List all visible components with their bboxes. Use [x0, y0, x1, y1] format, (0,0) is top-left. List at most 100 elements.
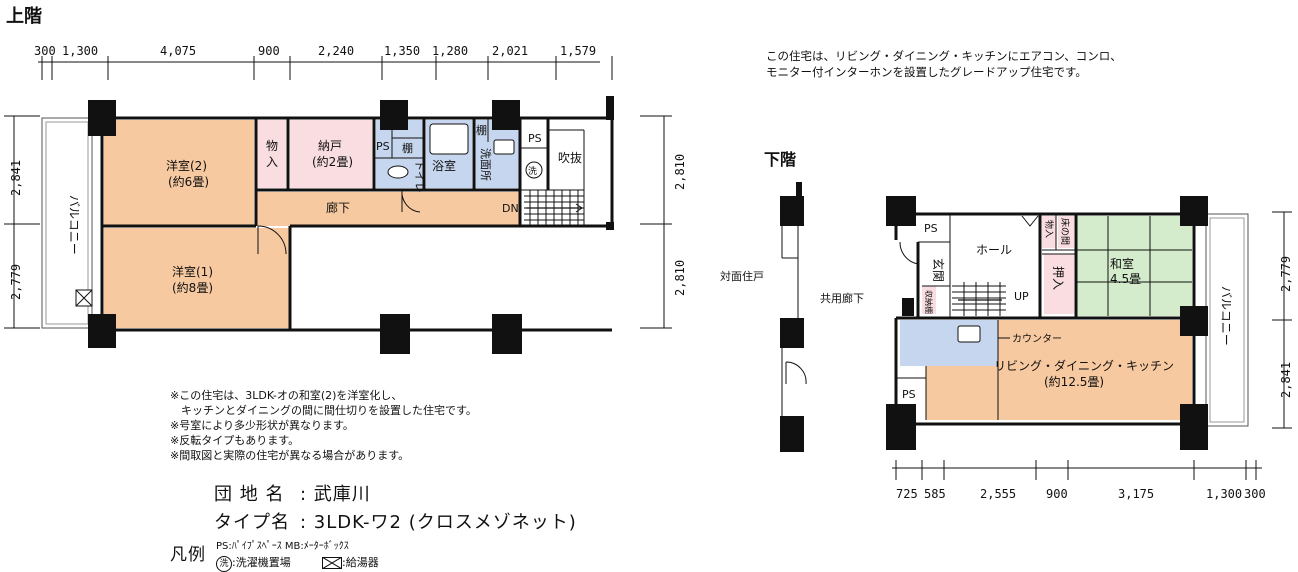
- lower-up-label: UP: [1014, 290, 1029, 303]
- lower-stairs: [952, 282, 1006, 316]
- upper-ps2-label: PS: [528, 132, 542, 145]
- upper-tana2-label: 棚: [476, 123, 487, 137]
- upper-balcony-label: バルコニー: [67, 195, 81, 255]
- lower-washitsu-size: 4.5畳: [1110, 272, 1141, 286]
- upper-nando-label: 納戸: [318, 139, 342, 153]
- note-line-3: ※号室により多少形状が異なります。: [170, 419, 354, 432]
- lower-tokonoma-label: 床の間: [1059, 218, 1071, 245]
- upper-stairs: [524, 190, 584, 226]
- lower-hall-label: ホール: [976, 243, 1012, 257]
- note-line-1: ※この住宅は、3LDK-オの和室(2)を洋室化し、: [170, 389, 403, 402]
- lower-ldk-size: (約12.5畳): [1044, 374, 1104, 389]
- type-name-label: タイプ名: [214, 512, 290, 533]
- upper-dim-top-4: 2,240: [318, 44, 354, 58]
- upper-dim-top-1: 1,300: [62, 44, 98, 58]
- upper-bath-label: 浴室: [432, 158, 456, 173]
- lower-washitsu-label: 和室: [1110, 256, 1134, 271]
- complex-name-label: 団 地 名: [214, 484, 285, 505]
- water-heater-icon: [75, 289, 93, 307]
- upper-ps-label: PS: [376, 140, 390, 153]
- toilet-icon: [387, 165, 409, 179]
- upper-dim-left-0: 2,841: [9, 160, 23, 196]
- lower-ps-label: PS: [924, 222, 938, 235]
- upper-room-yoshitsu2-size: (約6畳): [168, 174, 209, 189]
- lower-dim-bottom-1: 585: [924, 487, 946, 501]
- lower-shuno-label: 収納棚: [924, 290, 934, 314]
- lower-genkan-label: 玄関: [931, 258, 946, 282]
- legend-title: 凡例: [170, 545, 206, 565]
- lower-dim-bottom-6: 300: [1244, 487, 1266, 501]
- lower-kitchen-counter: [900, 320, 998, 366]
- upper-dim-top-5: 1,350: [384, 44, 420, 58]
- sink-icon: [493, 139, 515, 155]
- upper-monoire-label-2: 入: [266, 155, 278, 169]
- upper-floor-heading: 上階: [6, 6, 42, 27]
- washer-symbol-icon: 洗: [216, 556, 232, 572]
- lower-room-oshiire: [1044, 254, 1074, 314]
- washer-icon: [525, 161, 543, 179]
- upper-fukinuke-label: 吹抜: [558, 151, 582, 165]
- bathtub-icon: [429, 123, 469, 155]
- upper-dim-top-3: 900: [258, 44, 280, 58]
- note-line-2: キッチンとダイニングの間に間仕切りを設置した住宅です。: [170, 404, 477, 417]
- upper-dn-label: DN: [502, 202, 519, 215]
- kitchen-sink-icon: [957, 325, 981, 343]
- legend-washer: 洗:洗濯機置場: [216, 554, 291, 572]
- upper-room-yoshitsu1-label: 洋室(1): [172, 264, 213, 279]
- upper-nando-size: (約2畳): [312, 154, 353, 169]
- lower-room-tokonoma: [1058, 216, 1074, 248]
- upper-room-yoshitsu2: [104, 120, 254, 226]
- lower-monoire-label: 物入: [1043, 220, 1055, 238]
- lower-ldk-label: リビング・ダイニング・キッチン: [994, 358, 1174, 373]
- description-line-1: この住宅は、リビング・ダイニング・キッチンにエアコン、コンロ、: [766, 49, 1122, 63]
- lower-room-washitsu: [1076, 216, 1192, 316]
- legend-washer-text: :洗濯機置場: [232, 556, 291, 569]
- note-line-5: ※間取図と実際の住宅が異なる場合があります。: [170, 449, 410, 462]
- legend-line-1: PS:ﾊﾟｲﾌﾟｽﾍﾟｰｽ MB:ﾒｰﾀｰﾎﾞｯｸｽ: [216, 541, 349, 552]
- lower-floor-plan: 725 585 2,555 900 3,175 1,300 300 2,779 …: [720, 182, 1293, 501]
- heater-symbol-icon: [321, 556, 343, 570]
- upper-floor-plan: 300 1,300 4,075 900 2,240 1,350 1,280 2,…: [4, 44, 687, 354]
- upper-dim-top-7: 2,021: [492, 44, 528, 58]
- lower-taimen-label: 対面住戸: [720, 269, 764, 283]
- lower-oshiire-label: 押入: [1051, 266, 1065, 290]
- upper-dim-top-2: 4,075: [160, 44, 196, 58]
- upper-dim-left-1: 2,779: [9, 264, 23, 300]
- washer-label: 洗: [528, 165, 537, 177]
- upper-tana-label: 棚: [402, 141, 413, 155]
- upper-toilet-label: トイレ: [413, 160, 426, 193]
- upper-room-roka: [256, 192, 520, 226]
- lower-dim-right-0: 2,779: [1279, 256, 1293, 292]
- type-name-value: : 3LDK-ワ2 (クロスメゾネット): [300, 512, 577, 533]
- lower-kyoyo-label: 共用廊下: [820, 291, 864, 305]
- lower-dim-bottom-5: 1,300: [1206, 487, 1242, 501]
- upper-roka-label: 廊下: [326, 200, 350, 215]
- lower-dim-bottom-2: 2,555: [980, 487, 1016, 501]
- legend-heater-text: :給湯器: [342, 556, 379, 569]
- lower-dim-right-1: 2,841: [1279, 362, 1293, 398]
- complex-name-value: : 武庫川: [300, 484, 371, 505]
- legend-heater: :給湯器: [321, 554, 379, 570]
- upper-dim-top-8: 1,579: [560, 44, 596, 58]
- lower-room-shuno: [922, 286, 936, 314]
- lower-dim-bottom-0: 725: [896, 487, 918, 501]
- upper-dim-top-6: 1,280: [432, 44, 468, 58]
- lower-room-monoire: [1042, 216, 1056, 248]
- lower-balcony-label: バルコニー: [1219, 286, 1233, 346]
- lower-counter-label: カウンター: [1012, 333, 1062, 345]
- upper-senmen-label: 洗面所: [479, 148, 492, 181]
- note-line-4: ※反転タイプもあります。: [170, 434, 300, 447]
- lower-dim-bottom-4: 3,175: [1118, 487, 1154, 501]
- upper-monoire-label-1: 物: [266, 139, 278, 153]
- upper-room-yoshitsu1: [104, 228, 290, 328]
- upper-dim-top-0: 300: [34, 44, 56, 58]
- lower-ps2-label: PS: [902, 388, 916, 401]
- upper-room-nando: [290, 120, 372, 188]
- lower-floor-heading: 下階: [764, 150, 797, 169]
- upper-room-yoshitsu2-label: 洋室(2): [166, 158, 207, 173]
- upper-dim-right-1: 2,810: [673, 260, 687, 296]
- description-line-2: モニター付インターホンを設置したグレードアップ住宅です。: [766, 65, 1087, 79]
- lower-dim-bottom-3: 900: [1046, 487, 1068, 501]
